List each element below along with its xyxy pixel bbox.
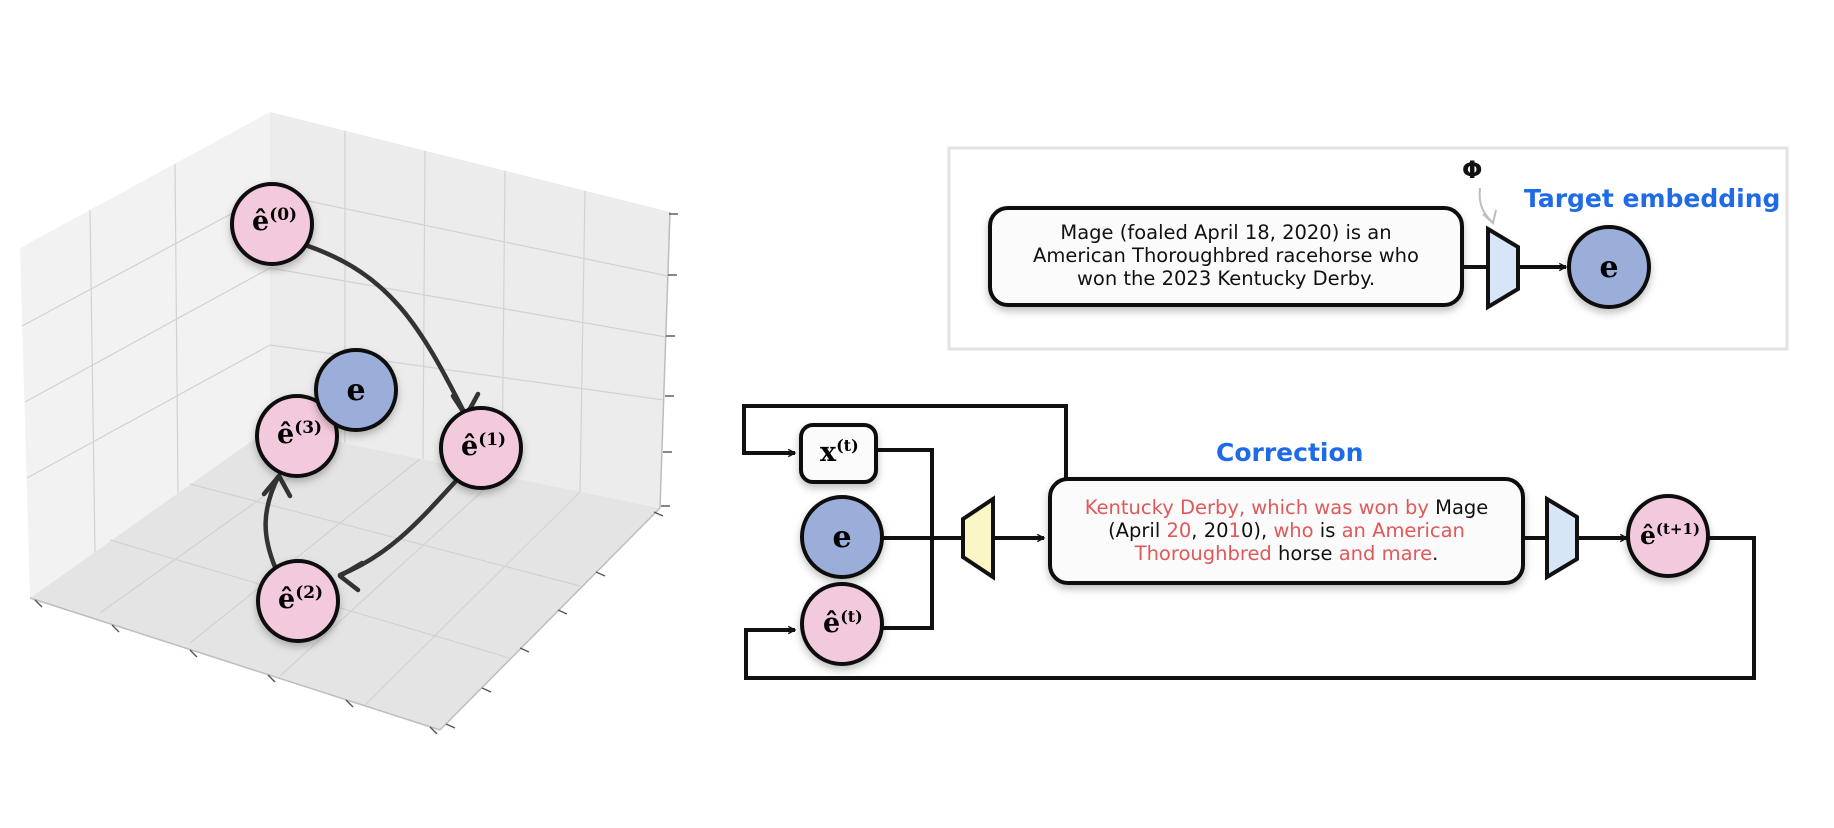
target-encoder-phi — [1486, 225, 1520, 311]
correction-text-box — [1048, 477, 1525, 585]
input-e-node — [800, 495, 884, 579]
input-e-hat-t-label: ê(t) — [823, 607, 863, 639]
target-output-e-label: e — [1599, 250, 1618, 285]
input-e-label: e — [832, 520, 851, 555]
kept-text: 0), — [1240, 519, 1274, 542]
kept-text: Mage — [1428, 496, 1489, 519]
node-e-hat-1 — [439, 406, 523, 490]
correction-decoder — [961, 495, 995, 581]
correction-text-line: Kentucky Derby, which was won by Mage — [1052, 496, 1521, 519]
node-e-hat-2 — [256, 559, 340, 643]
arrow-e2-to-e3 — [263, 474, 281, 570]
correction-text: Kentucky Derby, which was won by Mage (A… — [1052, 496, 1521, 565]
arrow-e0-to-e1 — [305, 243, 468, 417]
correction-panel: x(t) e ê(t) ê(t+1) — [742, 404, 1756, 680]
feedback-loop-bottom — [744, 536, 1756, 680]
target-text-box — [988, 206, 1464, 307]
target-text-line: Mage (foaled April 18, 2020) is an — [1060, 221, 1392, 244]
changed-text: , — [1238, 496, 1246, 519]
changed-text: and mare — [1338, 542, 1433, 565]
encoder-phi-symbol: Φ — [1462, 156, 1483, 184]
target-panel-frame — [947, 146, 1789, 351]
changed-text: which was won by — [1245, 496, 1429, 519]
target-output-e-node — [1567, 225, 1651, 309]
input-x-t-box — [799, 423, 878, 484]
kept-text: (April — [1108, 519, 1167, 542]
correction-text-line: Thoroughbred horse and mare. — [1052, 542, 1521, 565]
changed-text: 1 — [1228, 519, 1241, 542]
target-embedding-panel: e — [947, 146, 1789, 351]
changed-text: 20 — [1166, 519, 1192, 542]
feedback-loop-top — [742, 404, 1068, 482]
target-embedding-title: Target embedding — [1524, 184, 1781, 213]
target-text: Mage (foaled April 18, 2020) is an Ameri… — [992, 221, 1460, 290]
embedding-space-3d-axes: ê(0) ê(1) ê(2) ê(3) e — [20, 112, 678, 735]
changed-text: an American — [1341, 519, 1465, 542]
input-x-t-label: x(t) — [820, 436, 859, 468]
node-e-hat-0-label: ê(0) — [252, 205, 297, 237]
target-text-line: American Thoroughbred racehorse who — [1033, 244, 1419, 267]
correction-encoder-phi — [1545, 495, 1579, 581]
node-e-hat-0 — [230, 182, 314, 266]
kept-text: . — [1432, 542, 1439, 565]
input-merge-lines — [875, 448, 963, 630]
node-e-hat-3 — [255, 394, 339, 478]
node-e-hat-2-label: ê(2) — [278, 583, 323, 615]
node-e-hat-3-label: ê(3) — [277, 418, 322, 450]
changed-text: who — [1273, 519, 1314, 542]
node-e-hat-1-label: ê(1) — [461, 430, 506, 462]
node-target-e-label: e — [346, 373, 365, 408]
output-e-hat-t1-label: ê(t+1) — [1640, 520, 1700, 550]
changed-text: Kentucky Derby — [1084, 496, 1239, 519]
target-text-line: won the 2023 Kentucky Derby. — [1076, 267, 1376, 290]
kept-text: horse — [1271, 542, 1339, 565]
input-e-hat-t-node — [800, 582, 884, 666]
axes-ticks — [34, 213, 678, 735]
output-e-hat-t1-node — [1626, 494, 1710, 578]
kept-text: , 20 — [1191, 519, 1229, 542]
correction-title: Correction — [1216, 438, 1364, 467]
correction-text-line: (April 20, 2010), who is an American — [1052, 519, 1521, 542]
kept-text: is — [1313, 519, 1342, 542]
changed-text: Thoroughbred — [1134, 542, 1272, 565]
node-target-e — [314, 348, 398, 432]
axes-left-pane — [20, 112, 270, 598]
